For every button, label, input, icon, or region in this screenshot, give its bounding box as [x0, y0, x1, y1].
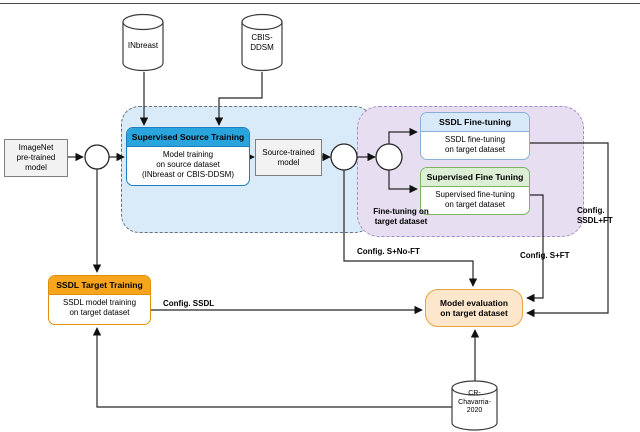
ssdl-target-training-box: SSDL Target Training SSDL model training…	[48, 275, 151, 325]
cr-chavarria-dataset-label: CR- Chavarria- 2020	[458, 390, 491, 414]
figure-top-rule	[0, 3, 640, 4]
fine-tuning-region-label: Fine-tuning on target dataset	[373, 207, 429, 226]
ssdl-target-training-body: SSDL model training on target dataset	[49, 295, 150, 318]
cbis-ddsm-dataset-label: CBIS- DDSM	[250, 33, 274, 52]
supervised-source-training-title: Supervised Source Training	[127, 128, 249, 147]
config-s-ft-label: Config. S+FT	[520, 251, 570, 260]
source-trained-model-box: Source-trained model	[255, 139, 322, 176]
config-ssdl-label: Config. SSDL	[163, 299, 215, 308]
ssdl-fine-tuning-box: SSDL Fine-tuning SSDL fine-tuning on tar…	[420, 112, 530, 160]
model-evaluation-box: Model evaluation on target dataset	[425, 289, 523, 327]
supervised-source-training-body: Model training on source dataset (INbrea…	[127, 147, 249, 180]
config-s-noft-label: Config. S+No-FT	[357, 247, 420, 256]
supervised-fine-tuning-title: Supervised Fine Tuning	[421, 168, 529, 187]
ssdl-fine-tuning-body: SSDL fine-tuning on target dataset	[421, 132, 529, 155]
junction-node-1	[84, 144, 110, 170]
inbreast-dataset-label: INbreast	[127, 41, 159, 50]
ssdl-fine-tuning-title: SSDL Fine-tuning	[421, 113, 529, 132]
arrow-cr-dataset-to-ssdl-target-training	[92, 327, 452, 408]
supervised-source-training-box: Supervised Source Training Model trainin…	[126, 127, 250, 186]
config-ssdl-ft-label: Config. SSDL+FT	[577, 206, 613, 225]
imagenet-pretrained-model-box: ImageNet pre-trained model	[4, 139, 68, 177]
ssdl-target-training-title: SSDL Target Training	[49, 276, 150, 295]
